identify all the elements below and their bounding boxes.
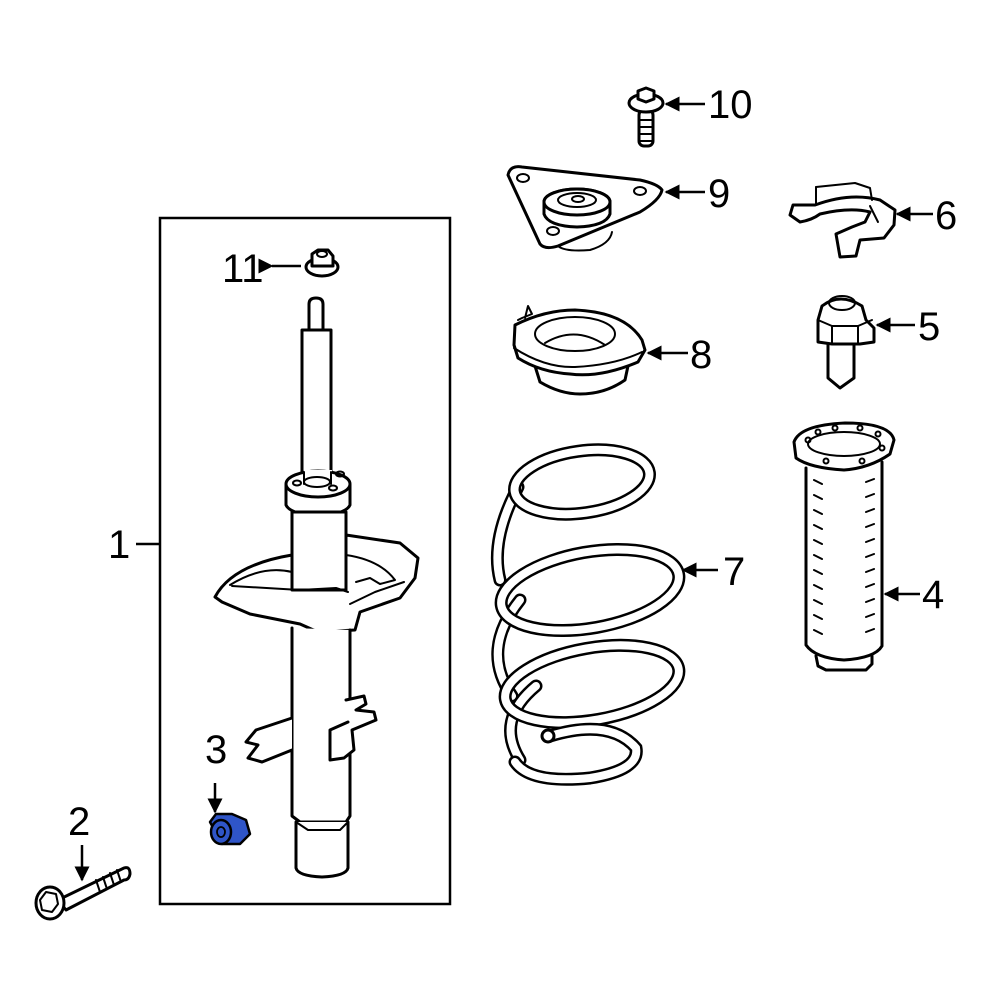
callout-8: 8 [690, 333, 712, 377]
callout-7: 7 [723, 550, 745, 594]
callout-5: 5 [918, 305, 940, 349]
bolt-icon[interactable] [34, 866, 132, 921]
mount-bolt-icon[interactable] [627, 86, 665, 148]
callout-2: 2 [68, 800, 90, 844]
strut-icon[interactable] [213, 296, 420, 879]
dust-boot-icon[interactable] [792, 421, 896, 672]
callout-4: 4 [922, 573, 944, 617]
boot-ribs [813, 478, 875, 635]
callout-6: 6 [935, 194, 957, 238]
callout-3: 3 [205, 728, 227, 772]
strut-mount-icon[interactable] [506, 165, 664, 252]
strut-assembly-box [136, 216, 452, 906]
bump-stop-icon[interactable] [816, 295, 876, 390]
coil-spring-icon[interactable] [490, 442, 686, 786]
top-nut-icon[interactable] [304, 248, 340, 278]
callout-arrows [74, 96, 933, 882]
bracket-clip-icon[interactable] [788, 182, 897, 259]
callout-10: 10 [708, 83, 753, 127]
callout-9: 9 [708, 172, 730, 216]
callout-1: 1 [108, 523, 130, 567]
callout-11: 11 [222, 247, 264, 291]
callout-labels: 1 2 3 4 5 6 7 8 9 10 11 [68, 83, 957, 844]
spring-seat-icon[interactable] [512, 305, 647, 396]
nut-highlighted-icon[interactable] [208, 812, 252, 846]
